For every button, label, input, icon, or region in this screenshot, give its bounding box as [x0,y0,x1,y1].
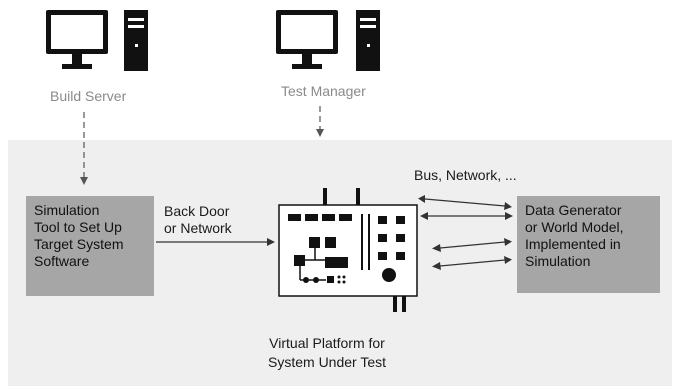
simulation-tool-box: Simulation Tool to Set Up Target System … [26,196,154,296]
bus-network-label: Bus, Network, ... [414,167,517,183]
build-server-computer-icon [46,10,148,71]
back-door-arrow [156,238,275,246]
build-server-arrow [80,112,88,185]
back-door-label: Back Door or Network [164,203,232,236]
test-manager-arrow [316,106,324,137]
data-generator-box: Data Generator or World Model, Implement… [517,196,660,293]
virtual-platform-label: Virtual Platform for System Under Test [268,335,387,370]
bus-arrows [418,195,513,270]
build-server-label: Build Server [50,88,127,104]
test-manager-computer-icon [276,10,380,71]
test-manager-label: Test Manager [281,83,366,99]
virtual-platform-board-icon [278,188,418,312]
